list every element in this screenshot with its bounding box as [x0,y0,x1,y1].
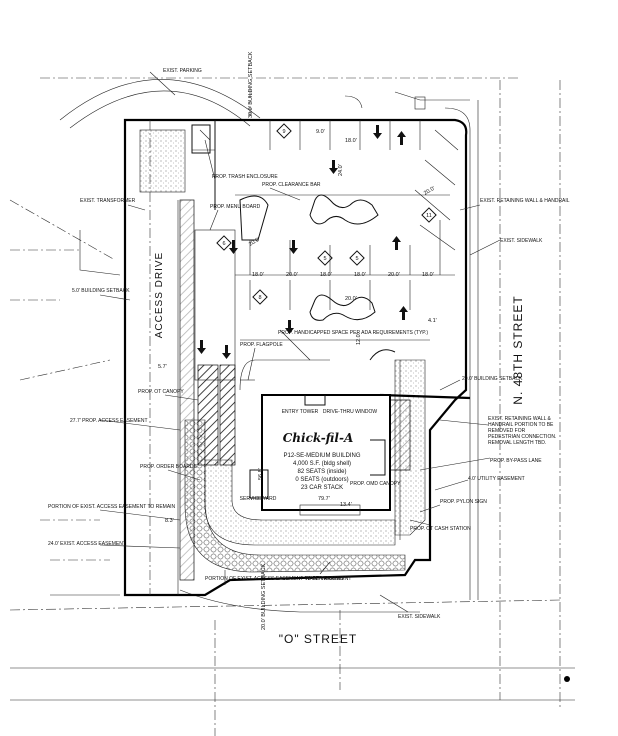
access-easement-24-label: 24.0' EXIST. ACCESS EASEMENT [48,541,126,547]
exterior-context [9,77,575,736]
access-easement-remain-label: PORTION OF EXIST. ACCESS EASEMENT TO REM… [48,504,176,510]
exist-sidewalk-bottom-label: EXIST. SIDEWALK [398,614,441,620]
dim-9-0: 9.0' [316,129,325,135]
dim-18-0-e: 18.0' [422,272,434,278]
brand-logo: Chick-fil-A [283,431,354,445]
dim-20-0-a: 20.0' [286,272,298,278]
building-setback-left-label: 5.0' BUILDING SETBACK [72,288,130,294]
trash-enclosure [191,124,211,154]
building-area: 4,000 S.F. (bldg shell) [293,461,351,467]
dim-18-0-c: 18.0' [320,272,332,278]
clearance-bar-label: PROP. CLEARANCE BAR [262,182,321,188]
cash-station-label: PROP. OT CASH STATION [410,526,471,532]
dim-13-4: 13.4' [340,502,352,508]
handicapped-space-label: PROP. HANDICAPPED SPACE PER ADA REQUIREM… [278,330,428,336]
exist-parking-label: EXIST. PARKING [163,68,202,74]
water-easement-label: WATER EASEMENT [305,576,351,582]
retaining-wall-removed-label: EXIST. RETAINING WALL & HANDRAIL PORTION… [488,416,557,446]
exist-sidewalk-right-label: EXIST. SIDEWALK [500,238,543,244]
dim-56-8: 56.8' [258,468,264,480]
parking-lot: 9 11 5 5 8 6 [197,120,459,359]
menu-board-label: PROP. MENU BOARD [210,204,261,210]
bypass-lane [369,349,426,540]
stall-count-5: 8 [258,295,261,301]
utility-easement-label: 4.0' UTILITY EASEMENT [468,476,525,482]
retaining-wall-label: EXIST. RETAINING WALL & HANDRAIL [480,198,570,204]
service-yard-label: SERVICE YARD [240,496,277,502]
bypass-lane-label: PROP. BY-PASS LANE [490,458,542,464]
n-48th-street-label: N. 48TH STREET [511,295,525,404]
dim-20-0-e: 20.0' [345,296,357,302]
flagpole-label: PROP. FLAGPOLE [240,342,283,348]
transformer-label: EXIST. TRANSFORMER [80,198,136,204]
building [249,394,391,516]
dim-18-0-d: 18.0' [354,272,366,278]
dim-5-7: 5.7' [158,364,167,370]
drive-thru-window-label: DRIVE-THRU WINDOW [323,409,377,415]
dimension-labels: 9.0' 18.0' 24.0' 18.0' 20.0' 18.0' 18.0'… [158,51,437,630]
seats-outdoors: 0 SEATS (outdoors) [295,477,348,483]
pylon-sign-label: PROP. PYLON SIGN [440,499,487,505]
dim-20-0-bottom-setback: 20.0' BUILDING SETBACK [261,563,267,630]
ot-canopy-label: PROP. OT CANOPY [138,389,184,395]
dim-18-0-b: 18.0' [252,272,264,278]
stall-count-2: 11 [426,213,432,219]
stall-count-4: 5 [355,256,358,262]
access-easement-vacated-label: PORTION OF EXIST. ACCESS EASEMENT TO BE … [205,576,344,582]
trash-enclosure-label: PROP. TRASH ENCLOSURE [212,174,278,180]
car-stack: 23 CAR STACK [301,485,343,491]
dim-12-0: 12.0' [356,333,362,345]
dim-4-1: 4.1' [428,318,437,324]
stall-count-6: 6 [222,241,225,247]
drive-thru-lanes [184,229,406,573]
dim-8-3: 8.3' [165,518,174,524]
callout-leaders [99,71,501,613]
stall-count-1: 9 [282,129,285,135]
dim-18-0-a: 18.0' [345,138,357,144]
dim-24-0: 24.0' [338,164,344,176]
order-boards-label: PROP. ORDER BOARDS [140,464,198,470]
building-setback-right-label: 20.0' BUILDING SETBACK [462,376,523,382]
access-drive-label: ACCESS DRIVE [154,252,165,338]
o-street-label: "O" STREET [279,632,358,646]
seats-inside: 82 SEATS (inside) [298,469,347,475]
omd-canopy-label: PROP. OMD CANOPY [350,481,401,487]
building-type: P12-SE-MEDIUM BUILDING [283,453,360,459]
property-boundary [123,118,468,597]
entry-tower-label: ENTRY TOWER [282,409,319,415]
dim-20-0-b: 20.0' [388,272,400,278]
access-easement-27-label: 27.7' PROP. ACCESS EASEMENT [70,418,148,424]
dim-20-0-d: 20.0' [423,186,436,197]
dim-20-0-c: 20.0' [248,237,261,248]
dim-79-7: 79.7' [318,496,330,502]
stall-count-3: 5 [323,256,326,262]
dim-30-0-top-setback: 30.0' BUILDING SETBACK [248,51,254,118]
